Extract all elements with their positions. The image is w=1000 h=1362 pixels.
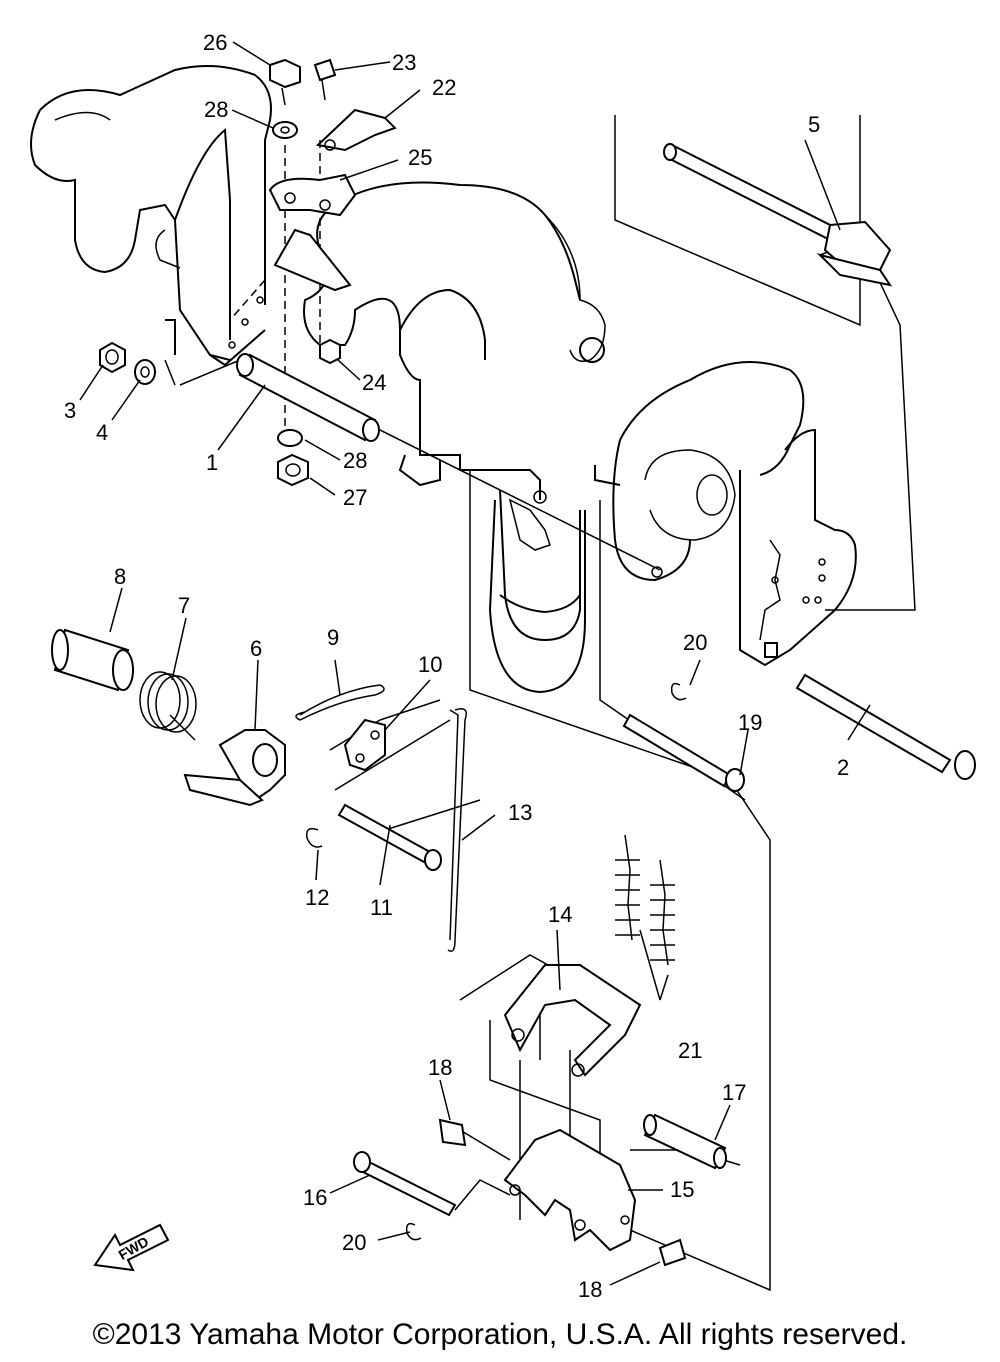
callout-10: 10 (418, 652, 442, 677)
callout-19: 19 (738, 710, 762, 735)
callout-8: 8 (114, 564, 126, 589)
clip-part-20a (670, 682, 687, 701)
right-clamp-bracket (594, 361, 857, 667)
bolt-part-26 (269, 58, 301, 106)
callout-3: 3 (64, 398, 76, 423)
assembly-lines (179, 115, 916, 1292)
rod-part-13 (447, 708, 467, 952)
callout-14: 14 (548, 902, 572, 927)
callout-1: 1 (206, 450, 218, 475)
callout-5: 5 (808, 112, 820, 137)
roller-part-17 (643, 1113, 727, 1170)
nut-part-3 (99, 341, 126, 374)
callout-2: 2 (837, 755, 849, 780)
pin-part-16 (353, 1151, 457, 1217)
nut-part-27 (277, 453, 309, 487)
callout-26: 26 (203, 30, 227, 55)
callout-11: 11 (370, 895, 393, 920)
callout-21: 21 (678, 1038, 702, 1063)
screw-part-23 (313, 58, 337, 101)
callout-6: 6 (250, 636, 262, 661)
callout-20-left: 20 (342, 1230, 366, 1255)
callout-16: 16 (303, 1185, 327, 1210)
callout-15: 15 (670, 1177, 694, 1202)
pin-part-11 (337, 803, 442, 871)
left-clamp-bracket (30, 65, 272, 386)
bolt-part-2 (795, 673, 976, 780)
washer-part-4 (134, 359, 156, 385)
callout-23: 23 (392, 50, 416, 75)
callout-12: 12 (305, 885, 329, 910)
bushing-part-8 (51, 628, 134, 692)
callout-labels: 26 23 22 28 25 5 24 3 4 1 28 27 8 7 6 9 … (64, 30, 849, 1302)
leader-lines (79, 41, 871, 1286)
callout-18-bottom: 18 (578, 1277, 602, 1302)
callout-28-bottom: 28 (343, 448, 367, 473)
callout-24: 24 (362, 370, 386, 395)
lever-part-6 (183, 729, 286, 807)
plate-part-18a (438, 1118, 467, 1147)
copyright-notice: ©2013 Yamaha Motor Corporation, U.S.A. A… (92, 1318, 908, 1351)
clip-part-12 (305, 827, 323, 848)
plate-part-25 (268, 173, 357, 292)
callout-25: 25 (408, 145, 432, 170)
callout-22: 22 (432, 75, 456, 100)
fwd-arrow-icon: FWD (93, 1223, 170, 1272)
swivel-bracket (303, 181, 606, 694)
pin-part-19 (622, 713, 745, 792)
callout-4: 4 (96, 420, 108, 445)
wire-spring-part-9 (295, 684, 385, 721)
callout-28-top: 28 (204, 97, 228, 122)
spring-part-7 (139, 671, 197, 741)
plate-part-22 (315, 108, 397, 152)
pin-part-1 (236, 353, 380, 442)
plate-part-18b (658, 1238, 687, 1267)
callout-17: 17 (722, 1080, 746, 1105)
washer-part-28b (277, 429, 303, 447)
washer-part-28a (272, 121, 298, 139)
callout-18-top: 18 (428, 1055, 452, 1080)
callout-7: 7 (178, 593, 190, 618)
callout-20-right: 20 (683, 630, 707, 655)
callout-9: 9 (327, 625, 339, 650)
springs-part-21 (615, 834, 675, 966)
callout-13: 13 (508, 800, 532, 825)
callout-27: 27 (343, 485, 367, 510)
bracket-part-15 (503, 1128, 637, 1252)
stopper-part-14 (503, 964, 642, 1077)
rod-part-5 (663, 143, 893, 287)
link-part-10 (343, 718, 386, 772)
nut-part-24 (319, 338, 341, 365)
